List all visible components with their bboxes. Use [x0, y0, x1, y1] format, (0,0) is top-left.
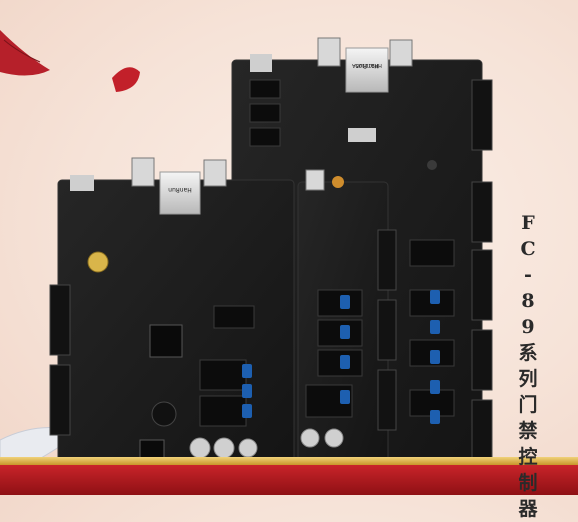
stage-rim: [0, 457, 578, 465]
title-char: 列: [518, 368, 538, 390]
rose-petal-mid: [112, 67, 140, 92]
capacitors: [189, 437, 258, 459]
front-board: HanRun: [49, 157, 295, 471]
title-char: -: [524, 264, 532, 286]
back-rj45-brand: HanRun: [355, 62, 379, 69]
front-rj45-brand: HanRun: [168, 186, 192, 193]
product-photo: HanRun HR911105A: [0, 30, 578, 520]
product-title-vertical: F C - 8 9 系 列 门 禁 控 制 器: [516, 210, 540, 522]
title-char: 系: [518, 342, 538, 364]
battery-cell: [87, 251, 109, 273]
title-char: 8: [521, 290, 535, 312]
controller-boards-illustration: HanRun HR911105A: [0, 30, 493, 476]
title-char: 9: [521, 316, 535, 338]
title-char: F: [521, 212, 535, 234]
title-char: 器: [518, 498, 538, 520]
rose-petal-left: [0, 30, 50, 76]
title-char: 控: [518, 446, 538, 468]
title-char: 门: [518, 394, 538, 416]
back-rj45-part: HR911105A: [352, 62, 382, 68]
title-char: 禁: [518, 420, 538, 442]
cpu-chip: [149, 324, 183, 358]
title-char: C: [520, 238, 536, 260]
title-char: 制: [518, 472, 538, 494]
stage-floor: [0, 465, 578, 495]
small-board: [297, 169, 397, 468]
buzzer: [151, 401, 177, 427]
